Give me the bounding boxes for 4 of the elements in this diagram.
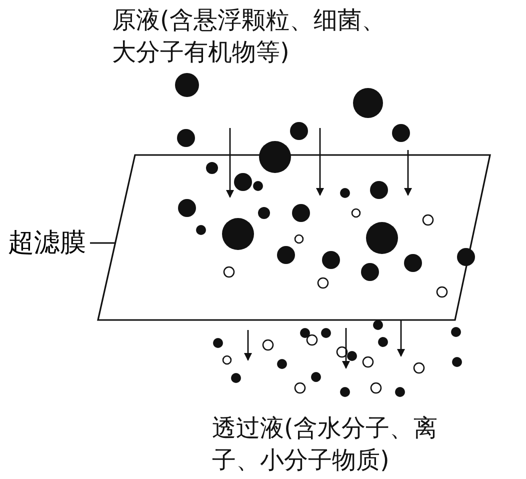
annotation-text: 原液(含悬浮颗粒、细菌、大分子有机物等) [112,5,386,68]
annotation-text: 透过液(含水分子、离子、小分子物质) [212,413,438,476]
callout-label: 超滤膜 [8,226,88,260]
leader-line [90,242,116,244]
